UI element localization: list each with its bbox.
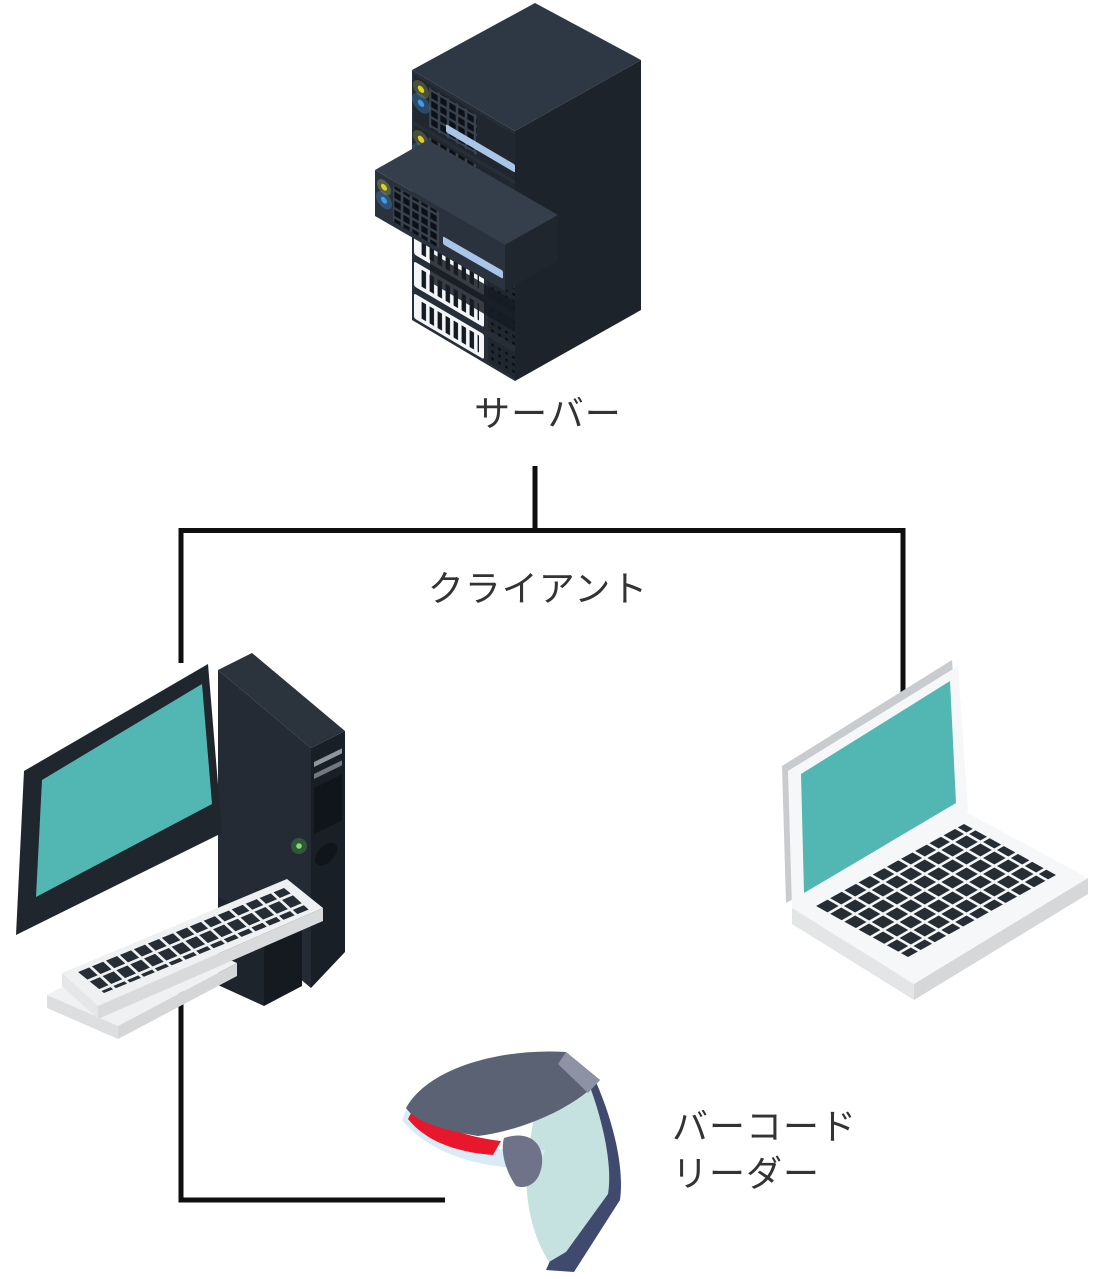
barcode-reader-illustration xyxy=(402,1051,621,1272)
server-switch-shadow xyxy=(430,252,515,332)
clients-label: クライアント xyxy=(427,568,649,609)
barcode-reader-label-line2: リーダー xyxy=(672,1153,821,1194)
server-switch-unit xyxy=(375,140,558,291)
desktop-computer-illustration xyxy=(16,653,345,1039)
laptop-keyboard xyxy=(816,824,1056,957)
scanner-handle xyxy=(526,1084,610,1262)
laptop-screen xyxy=(801,681,956,893)
server-illustration xyxy=(375,3,641,381)
barcode-reader-label: バーコード リーダー xyxy=(672,1103,857,1197)
scanner-head-cap xyxy=(558,1052,600,1093)
scanner-trigger xyxy=(502,1135,543,1188)
server-label: サーバー xyxy=(474,393,622,434)
laptop-illustration xyxy=(782,660,1088,1000)
desktop-keyboard xyxy=(62,879,323,1019)
monitor-screen xyxy=(36,684,212,897)
scanner-head xyxy=(406,1051,600,1136)
barcode-reader-label-line1: バーコード xyxy=(672,1106,858,1147)
connector-lines xyxy=(178,466,906,1203)
power-led xyxy=(296,843,302,849)
